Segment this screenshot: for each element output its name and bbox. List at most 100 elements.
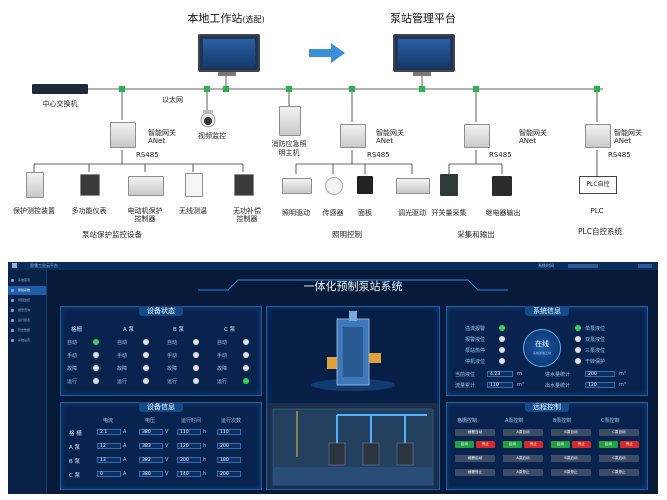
- status-indicator-icon: [143, 352, 149, 358]
- dashboard-topbar: 智慧工业云平台 系统时间: [8, 262, 658, 270]
- remote-start-button[interactable]: B泵启动: [551, 455, 591, 462]
- auto-mode-button[interactable]: A泵自动: [503, 429, 543, 436]
- system-item-label: 停机液位: [465, 359, 486, 365]
- runtime-value: 200: [177, 457, 201, 463]
- unit-label: h: [203, 429, 207, 435]
- run-count-value: 200: [217, 471, 241, 477]
- remote-start-button[interactable]: 格栅启动: [455, 455, 495, 462]
- remote-column-header: A泵控制: [505, 418, 524, 424]
- pump-station-illustration: [267, 311, 439, 489]
- remote-stop-button[interactable]: C泵停止: [599, 469, 639, 476]
- system-indicator-icon: [499, 325, 505, 331]
- info-row-name: 格 栅: [69, 431, 82, 437]
- home-icon[interactable]: [12, 263, 17, 268]
- sidebar-item[interactable]: 系统设置: [8, 336, 46, 345]
- unit-label: V: [165, 443, 169, 449]
- camera-icon: [200, 110, 216, 128]
- current-value: 13: [97, 457, 121, 463]
- remote-stop-button[interactable]: A泵停止: [503, 469, 543, 476]
- sidebar-item[interactable]: 泵站系统: [8, 286, 46, 295]
- metric-label: 出水量统计: [545, 383, 571, 389]
- sidebar-item[interactable]: 运行报表: [8, 316, 46, 325]
- voltage-value: 383: [139, 443, 163, 449]
- unit-label: V: [165, 471, 169, 477]
- current-value: 2.1: [97, 429, 121, 435]
- system-indicator-icon: [499, 336, 505, 342]
- start-button[interactable]: 启动: [503, 441, 522, 448]
- network-node: [223, 86, 229, 92]
- info-row-name: C 泵: [69, 473, 81, 479]
- main-title: 一体化预制泵站系统: [303, 280, 403, 293]
- status-indicator-icon: [243, 352, 249, 358]
- runtime-value: 140: [177, 471, 201, 477]
- system-item-label: 三泵液位: [585, 348, 606, 354]
- network-node: [349, 86, 355, 92]
- user-menu[interactable]: [638, 264, 652, 268]
- status-indicator-icon: [243, 378, 249, 384]
- sidebar-item[interactable]: 视频监控: [8, 296, 46, 305]
- start-button[interactable]: 启动: [455, 441, 474, 448]
- metric-value: 4.23: [487, 371, 513, 377]
- status-indicator-icon: [143, 339, 149, 345]
- metric-label: 流量累计: [455, 383, 476, 389]
- start-button[interactable]: 启动: [551, 441, 570, 448]
- voltage-value: 380: [139, 429, 163, 435]
- plc-box: PLC自控: [579, 176, 617, 194]
- platform-monitor: [393, 34, 455, 72]
- start-button[interactable]: 启动: [599, 441, 618, 448]
- auto-mode-button[interactable]: B泵自动: [551, 429, 591, 436]
- remote-start-button[interactable]: C泵启动: [599, 455, 639, 462]
- title-banner: 一体化预制泵站系统: [198, 276, 508, 293]
- group-caption: 照明控制: [332, 230, 362, 239]
- remote-column-header: C泵控制: [601, 418, 620, 424]
- runtime-value: 120: [177, 443, 201, 449]
- remote-start-button[interactable]: A泵启动: [503, 455, 543, 462]
- run-count-value: 180: [217, 457, 241, 463]
- sidebar-item[interactable]: 历史数据: [8, 326, 46, 335]
- stop-button[interactable]: 停止: [572, 441, 591, 448]
- pump-station-dashboard: 智慧工业云平台 系统时间 一体化预制泵站系统 系统首页 泵站系统 视频监控 报警…: [8, 262, 658, 494]
- auto-mode-button[interactable]: 格栅自动: [455, 429, 495, 436]
- online-indicator: 在线 系统通信正常: [523, 329, 561, 367]
- current-value: 0: [97, 471, 121, 477]
- video-label: 视频监控: [198, 132, 226, 140]
- local-workstation-title: 本地工作站(选配): [187, 12, 265, 25]
- unit-label: A: [123, 471, 127, 477]
- network-node: [119, 86, 125, 92]
- pump-station-visual: [266, 306, 440, 490]
- stop-button[interactable]: 停止: [476, 441, 495, 448]
- switch-label: 中心交换机: [42, 100, 78, 108]
- sidebar-item[interactable]: 系统首页: [8, 276, 46, 285]
- sensor-device: [325, 177, 343, 195]
- gateway-device: [464, 124, 490, 148]
- group-caption: 采集和输出: [457, 230, 495, 239]
- status-label: 自动: [217, 340, 228, 346]
- unit-label: A: [123, 457, 127, 463]
- arrow-right-icon: [309, 43, 345, 63]
- group-caption: PLC自控系统: [578, 227, 622, 236]
- status-indicator-icon: [193, 378, 199, 384]
- status-indicator-icon: [193, 352, 199, 358]
- status-indicator-icon: [93, 352, 99, 358]
- lighting-driver: [282, 178, 312, 194]
- motor-protector: [128, 176, 164, 196]
- auto-mode-button[interactable]: C泵自动: [599, 429, 639, 436]
- stop-button[interactable]: 停止: [524, 441, 543, 448]
- unit-label: m: [517, 371, 522, 377]
- platform-title: 泵站管理平台: [390, 12, 456, 25]
- remote-stop-button[interactable]: B泵停止: [551, 469, 591, 476]
- status-label: 运行: [217, 379, 228, 385]
- unit-label: h: [203, 471, 207, 477]
- info-row-name: B 泵: [69, 459, 81, 465]
- status-indicator-icon: [93, 339, 99, 345]
- status-label: 手动: [167, 353, 178, 359]
- info-row-name: A 泵: [69, 445, 81, 451]
- stop-button[interactable]: 停止: [620, 441, 639, 448]
- sidebar-item[interactable]: 报警查询: [8, 306, 46, 315]
- gateway-device: [110, 122, 136, 148]
- relay-output-module: [492, 176, 512, 196]
- unit-label: A: [123, 443, 127, 449]
- runtime-value: 110: [177, 429, 201, 435]
- remote-stop-button[interactable]: 格栅停止: [455, 469, 495, 476]
- dimming-driver: [396, 178, 430, 194]
